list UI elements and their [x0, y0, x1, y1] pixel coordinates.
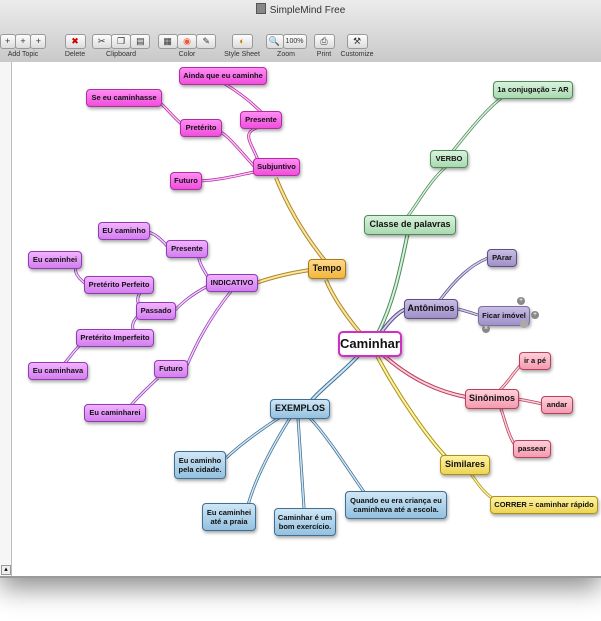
node-ainda-que-eu-caminhe[interactable]: Ainda que eu caminhe	[179, 67, 267, 85]
customize-icon[interactable]: ⚒	[346, 34, 368, 49]
node-handle-bottom-icon[interactable]: ×	[482, 325, 490, 333]
node-indicativo-futuro[interactable]: Futuro	[154, 360, 188, 378]
customize-label: Customize	[340, 51, 374, 58]
node-classe-de-palavras[interactable]: Classe de palavras	[364, 215, 456, 235]
clipboard-label: Clipboard	[106, 51, 136, 58]
delete-icon[interactable]: ✖	[64, 34, 86, 49]
node-verbo[interactable]: VERBO	[430, 150, 468, 168]
zoom-level[interactable]: 100%	[282, 34, 307, 49]
node-exemplo-3[interactable]: Caminhar é um bom exercício.	[274, 508, 336, 536]
title-bar: SimpleMind Free +++ Add Topic ✖ Delete ✂…	[0, 0, 601, 63]
node-exemplo-2[interactable]: Eu caminhei até a praia	[202, 503, 256, 531]
node-indicativo[interactable]: INDICATIVO	[206, 274, 258, 292]
color-wheel-icon[interactable]: ◉	[176, 34, 198, 49]
zoom-group: 🔍100% Zoom	[264, 34, 308, 58]
customize-group: ⚒ Customize	[340, 34, 374, 58]
node-passado[interactable]: Passado	[136, 302, 176, 320]
delete-label: Delete	[64, 51, 86, 58]
node-subjuntivo-preterito[interactable]: Pretérito	[180, 119, 222, 137]
node-exemplo-4[interactable]: Quando eu era criança eu caminhava até a…	[345, 491, 447, 519]
node-handle-right-icon[interactable]: +	[531, 311, 539, 319]
node-sinonimos[interactable]: Sinônimos	[465, 389, 519, 409]
color-group: ▦◉✎ Color	[157, 34, 217, 58]
document-icon	[255, 3, 266, 14]
node-correr[interactable]: CORRER = caminhar rápido	[490, 496, 598, 514]
zoom-label: Zoom	[277, 51, 295, 58]
fill-color-icon[interactable]: ▦	[157, 34, 178, 49]
print-label: Print	[316, 51, 332, 58]
style-sheet-icon[interactable]: ◐	[231, 34, 253, 49]
node-handle-resize-icon[interactable]	[520, 320, 528, 328]
style-sheet-label: Style Sheet	[224, 51, 260, 58]
node-exemplos[interactable]: EXEMPLOS	[270, 399, 330, 419]
print-group: ⎙ Print	[312, 34, 336, 58]
node-eu-caminhei[interactable]: Eu caminhei	[28, 251, 82, 269]
node-subjuntivo[interactable]: Subjuntivo	[253, 158, 300, 176]
node-eu-caminharei[interactable]: Eu caminharei	[84, 404, 146, 422]
style-sheet-group: ◐ Style Sheet	[224, 34, 260, 58]
clipboard-group: ✂❐▤ Clipboard	[91, 34, 151, 58]
node-preterito-imperfeito[interactable]: Pretérito Imperfeito	[76, 329, 154, 347]
node-subjuntivo-presente[interactable]: Presente	[240, 111, 282, 129]
node-handle-top-icon[interactable]: +	[517, 297, 525, 305]
scroll-corner-icon[interactable]: ▴	[1, 565, 11, 575]
print-icon[interactable]: ⎙	[313, 34, 335, 49]
node-subjuntivo-futuro[interactable]: Futuro	[170, 172, 202, 190]
node-parar[interactable]: PArar	[487, 249, 517, 267]
node-eu-caminhava[interactable]: Eu caminhava	[28, 362, 88, 380]
window-bottom-edge	[0, 576, 601, 578]
left-scroll-strip[interactable]	[0, 62, 12, 576]
node-tempo[interactable]: Tempo	[308, 259, 346, 279]
node-similares[interactable]: Similares	[440, 455, 490, 475]
app-window: SimpleMind Free +++ Add Topic ✖ Delete ✂…	[0, 0, 601, 578]
node-exemplo-1[interactable]: Eu caminho pela cidade.	[174, 451, 226, 479]
eraser-icon[interactable]: ✎	[196, 34, 217, 49]
node-eu-caminho[interactable]: EU caminho	[98, 222, 150, 240]
color-label: Color	[178, 51, 196, 58]
add-topic-group: +++ Add Topic	[0, 34, 47, 58]
node-passear[interactable]: passear	[513, 440, 551, 458]
center-node-caminhar[interactable]: Caminhar	[338, 331, 402, 357]
paste-icon[interactable]: ▤	[130, 34, 151, 49]
window-title: SimpleMind Free	[0, 3, 601, 16]
add-topic-label: Add Topic	[7, 51, 39, 58]
window-title-text: SimpleMind Free	[269, 5, 346, 16]
node-antonimos[interactable]: Antônimos	[404, 299, 458, 319]
node-primeira-conjugacao[interactable]: 1a conjugação = AR	[493, 81, 573, 99]
add-parent-icon[interactable]: +	[30, 34, 47, 49]
delete-group: ✖ Delete	[62, 34, 88, 58]
node-andar[interactable]: andar	[541, 396, 573, 414]
node-ir-a-pe[interactable]: ir a pé	[519, 352, 551, 370]
node-ficar-imovel[interactable]: Ficar imóvel	[478, 306, 530, 326]
node-se-eu-caminhasse[interactable]: Se eu caminhasse	[86, 89, 162, 107]
node-preterito-perfeito[interactable]: Pretérito Perfeito	[84, 276, 154, 294]
node-indicativo-presente[interactable]: Presente	[166, 240, 208, 258]
